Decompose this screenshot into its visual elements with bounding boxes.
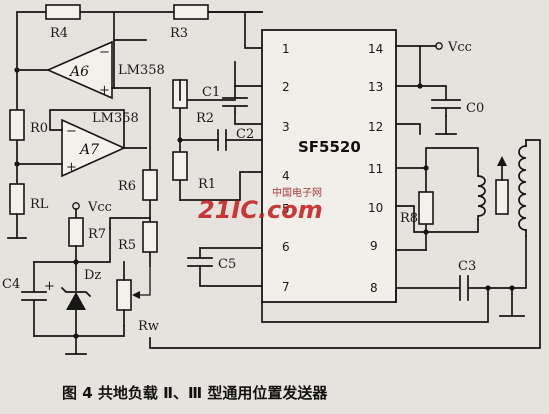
- chip-sf5520: SF5520 1 2 3 4 5 6 7 8 9 10 11 12 13 14: [261, 29, 397, 303]
- pin-10: 10: [368, 201, 383, 215]
- c2-label: C2: [236, 127, 254, 142]
- resistor-r6: R6: [118, 169, 158, 201]
- c4-label: C4: [2, 277, 20, 292]
- pin-11: 11: [368, 162, 383, 176]
- resistor-rl: RL: [9, 183, 49, 215]
- r7-label: R7: [88, 227, 106, 242]
- resistor-r1: R1: [172, 151, 216, 192]
- wire-left-column: [7, 67, 27, 239]
- capacitor-c0: C0: [431, 99, 484, 117]
- dz-label: Dz: [84, 268, 101, 283]
- wire-r6-r5: [109, 87, 151, 267]
- wire-output-loops: [149, 139, 541, 349]
- pin-3: 3: [282, 120, 290, 134]
- pin-7: 7: [282, 280, 290, 294]
- c0-label: C0: [466, 101, 484, 116]
- pin-4: 4: [282, 169, 290, 183]
- c1-label: C1: [202, 85, 220, 100]
- capacitor-c4: C4 +: [2, 277, 55, 301]
- a6-plus: +: [99, 83, 110, 98]
- potentiometer-rw: Rw: [116, 261, 159, 334]
- vcc-right: Vcc: [395, 40, 472, 135]
- r5-label: R5: [118, 238, 136, 253]
- r0-label: R0: [30, 121, 48, 136]
- zener-diode-dz: Dz: [60, 261, 101, 337]
- watermark-sub: 中国电子网: [272, 186, 322, 199]
- resistor-r7: R7: [68, 217, 106, 247]
- movable-core: [495, 156, 509, 215]
- r8-label: R8: [400, 211, 418, 226]
- rw-label: Rw: [138, 319, 159, 334]
- r3-label: R3: [170, 26, 188, 41]
- capacitor-c2: C2: [217, 127, 254, 151]
- rl-label: RL: [30, 197, 49, 212]
- resistor-r0: R0: [9, 109, 48, 141]
- opamp-a6: A6 LM358 − +: [16, 40, 165, 100]
- resistor-r8: R8: [400, 191, 434, 226]
- c5-label: C5: [218, 257, 236, 272]
- a6-minus: −: [99, 45, 110, 60]
- capacitor-c1: C1: [202, 85, 248, 113]
- r2-label: R2: [196, 111, 214, 126]
- r4-label: R4: [50, 26, 68, 41]
- r1-label: R1: [198, 177, 216, 192]
- c3-label: C3: [458, 259, 476, 274]
- a7-label: A7: [78, 142, 99, 158]
- pin-13: 13: [368, 80, 383, 94]
- inductor-coil-primary: [477, 175, 486, 221]
- figure-caption: 图 4 共地负载 Ⅱ、Ⅲ 型通用位置发送器: [62, 384, 328, 402]
- resistor-r3: R3: [170, 4, 209, 41]
- c4-plus: +: [44, 279, 55, 294]
- r6-label: R6: [118, 179, 136, 194]
- capacitor-c3: C3: [395, 259, 525, 317]
- wire-supply: [33, 227, 125, 355]
- chip-name: SF5520: [298, 138, 361, 156]
- watermark-logo: 中国电子网 21IC.com: [198, 186, 323, 224]
- pin-8: 8: [370, 281, 378, 295]
- watermark-text: 21IC.com: [198, 196, 323, 224]
- pin-1: 1: [282, 42, 290, 56]
- vcc-right-label: Vcc: [447, 40, 472, 55]
- pin-14: 14: [368, 42, 383, 56]
- pin-2: 2: [282, 80, 290, 94]
- pin-6: 6: [282, 240, 290, 254]
- pin-12: 12: [368, 120, 383, 134]
- a6-label: A6: [68, 64, 89, 80]
- opamp-a7: A7 LM358 − +: [16, 109, 147, 178]
- wire-right-coils: [395, 147, 479, 251]
- a7-minus: −: [66, 124, 77, 139]
- vcc-left: Vcc: [72, 200, 112, 219]
- inductor-coil-secondary: [518, 139, 527, 237]
- pin-9: 9: [370, 239, 378, 253]
- pin-5: 5: [282, 202, 290, 216]
- resistor-r4: R4: [45, 4, 81, 41]
- a7-plus: +: [66, 160, 77, 175]
- vcc-left-label: Vcc: [87, 200, 112, 215]
- a7-model: LM358: [92, 111, 139, 126]
- a6-model: LM358: [118, 63, 165, 78]
- resistor-r5: R5: [118, 221, 158, 253]
- wire-top-feedback: [16, 11, 263, 89]
- capacitor-c5: C5: [187, 247, 263, 287]
